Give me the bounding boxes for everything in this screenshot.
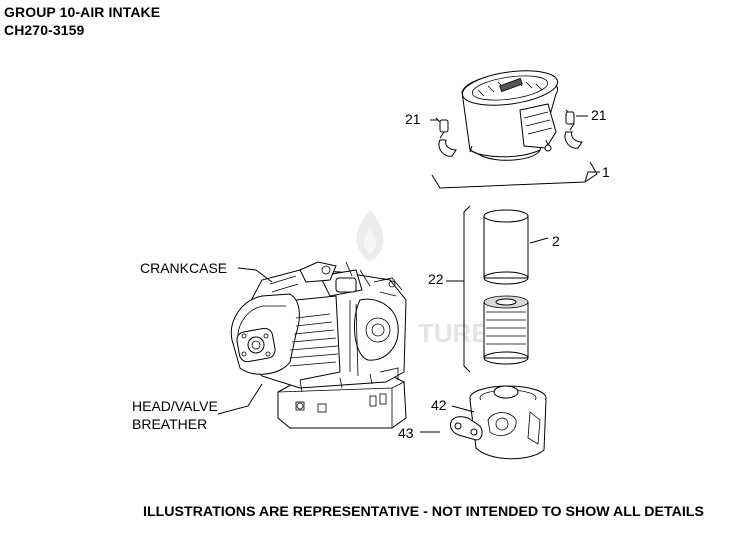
callout-42: 42: [431, 397, 447, 413]
paper-filter-element: [483, 295, 529, 365]
label-head-valve: HEAD/VALVE: [132, 398, 218, 414]
callout-bracket-22: [463, 205, 471, 373]
watermark-logo: TURE: [356, 210, 489, 348]
label-crankcase: CRANKCASE: [140, 260, 228, 276]
disclaimer-footer: ILLUSTRATIONS ARE REPRESENTATIVE - NOT I…: [143, 504, 704, 520]
model-number: CH270-3159: [4, 22, 85, 38]
callout-22: 22: [428, 271, 444, 287]
retaining-clip-right: [564, 109, 588, 149]
leader-crankcase: [237, 267, 273, 283]
callout-bracket-1: [431, 161, 598, 189]
leader-head-valve: [217, 383, 263, 415]
diagram-title: GROUP 10-AIR INTAKE: [4, 4, 161, 20]
engine-assembly: [230, 261, 407, 429]
air-cleaner-cover: [461, 70, 559, 161]
air-cleaner-base: [469, 385, 547, 460]
pre-cleaner-element: [483, 209, 549, 285]
watermark-text: TURE: [418, 318, 489, 348]
callout-21-right: 21: [591, 107, 607, 123]
callout-1: 1: [602, 164, 610, 180]
callout-43: 43: [398, 425, 414, 441]
label-breather: BREATHER: [132, 416, 208, 432]
callout-21-left: 21: [405, 111, 421, 127]
callout-2: 2: [552, 233, 560, 249]
base-gasket: [449, 416, 483, 441]
retaining-clip-left: [430, 117, 457, 157]
